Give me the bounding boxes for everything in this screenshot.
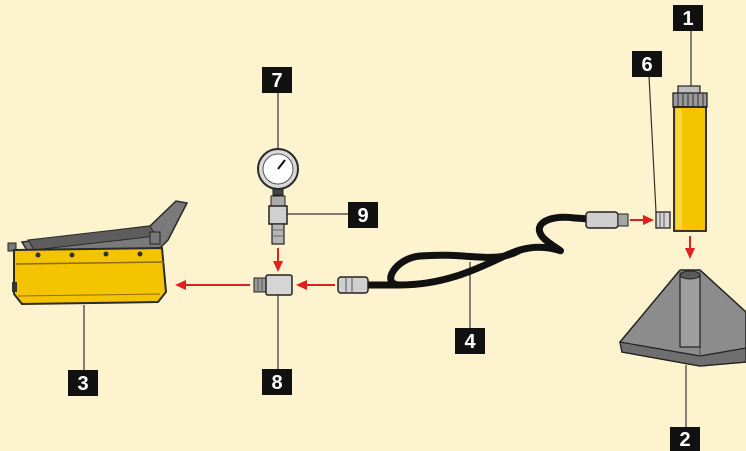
cylinder-base-icon bbox=[619, 269, 746, 367]
label-7: 7 bbox=[262, 67, 292, 93]
label-9-text: 9 bbox=[357, 205, 368, 227]
leader-line-6 bbox=[648, 75, 657, 213]
gauge-adaptor-icon bbox=[268, 195, 288, 245]
label-1-text: 1 bbox=[682, 8, 693, 30]
label-3-text: 3 bbox=[77, 373, 88, 395]
label-7-text: 7 bbox=[271, 70, 282, 92]
label-8-text: 8 bbox=[271, 372, 282, 394]
leader-lines bbox=[83, 30, 692, 428]
hydraulic-cylinder-icon bbox=[672, 85, 708, 232]
label-8: 8 bbox=[262, 369, 292, 395]
label-4-text: 4 bbox=[464, 331, 476, 353]
label-3: 3 bbox=[68, 370, 98, 396]
label-4: 4 bbox=[455, 328, 485, 354]
foot-pump-icon bbox=[7, 200, 189, 306]
label-2-text: 2 bbox=[679, 429, 690, 451]
pressure-gauge-icon bbox=[257, 148, 299, 196]
coupler-icon bbox=[253, 274, 293, 296]
cylinder-coupler-icon bbox=[655, 211, 671, 229]
flow-arrows bbox=[175, 215, 695, 290]
label-6: 6 bbox=[632, 51, 662, 77]
arrow-left-to-pump bbox=[175, 280, 250, 290]
hydraulic-hose-icon bbox=[337, 211, 629, 294]
label-1: 1 bbox=[673, 5, 703, 31]
label-9: 9 bbox=[348, 202, 378, 228]
label-2: 2 bbox=[670, 427, 700, 451]
arrow-left-to-coupler bbox=[296, 280, 335, 290]
arrow-down-to-base bbox=[685, 236, 695, 259]
label-6-text: 6 bbox=[641, 54, 652, 76]
arrow-down-to-coupler bbox=[273, 248, 283, 272]
arrow-right-to-cylinder bbox=[630, 215, 654, 225]
